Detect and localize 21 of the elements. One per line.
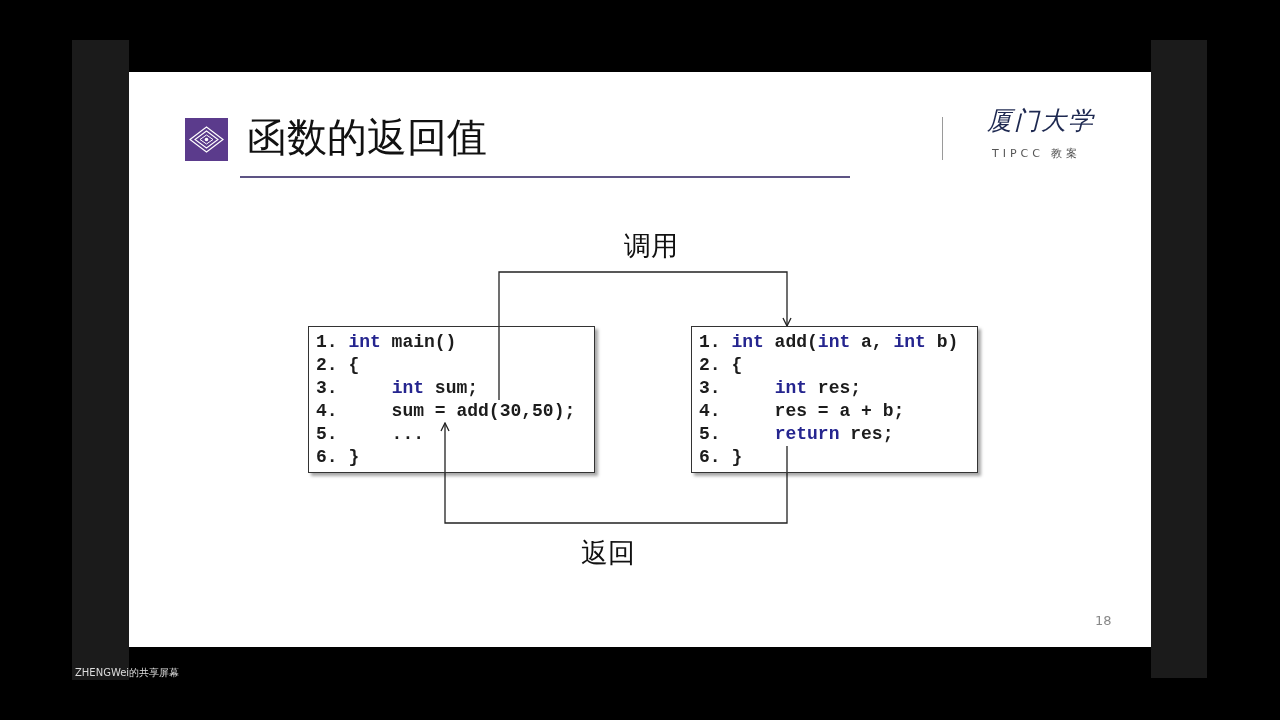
code-line: 6. } <box>699 446 743 469</box>
code-line: 1. int add(int a, int b) <box>699 331 959 354</box>
code-line: 5. return res; <box>699 423 894 446</box>
code-line: 1. int main() <box>316 331 457 354</box>
code-line: 2. { <box>699 354 743 377</box>
code-line: 3. int sum; <box>316 377 479 400</box>
screen-share-caption: ZHENGWei的共享屏幕 <box>75 667 180 679</box>
edge-label: 调用 <box>624 230 678 262</box>
arrow <box>498 271 792 401</box>
university-name: 厦门大学 <box>987 106 1095 136</box>
page-number: 18 <box>1095 613 1112 629</box>
code-box <box>308 326 595 473</box>
code-box <box>691 326 978 473</box>
subtitle: TIPCC 教案 <box>992 147 1082 161</box>
code-line: 2. { <box>316 354 360 377</box>
code-line: 5. ... <box>316 423 425 446</box>
code-line: 4. sum = add(30,50); <box>316 400 576 423</box>
code-line: 4. res = a + b; <box>699 400 905 423</box>
code-line: 3. int res; <box>699 377 862 400</box>
code-line: 6. } <box>316 446 360 469</box>
slide-title: 函数的返回值 <box>247 113 487 162</box>
